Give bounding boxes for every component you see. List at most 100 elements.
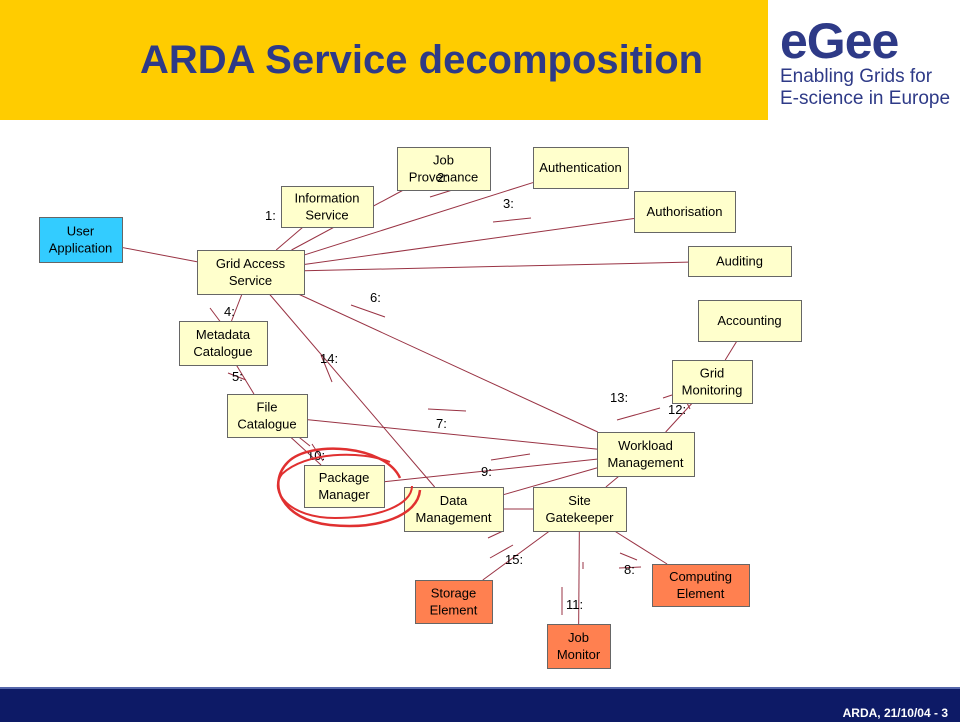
step-label: 12: <box>668 402 686 417</box>
node-box <box>397 147 491 191</box>
node-label: Element <box>677 586 725 601</box>
message-tick <box>227 372 247 381</box>
step-label: 2: <box>437 170 448 185</box>
node-label: Grid Access <box>216 256 286 271</box>
logo-word: eGee <box>780 13 899 69</box>
step-label: 4: <box>224 304 235 319</box>
node-box <box>698 300 802 342</box>
node-label: Monitor <box>557 647 601 662</box>
message-tick <box>320 354 333 383</box>
title-banner <box>0 0 768 120</box>
node-label: Manager <box>318 487 370 502</box>
message-tick <box>619 552 638 561</box>
edge-gas-wms <box>298 293 598 433</box>
node-box <box>39 217 123 263</box>
edge-pkg_mgr-wms <box>383 458 598 483</box>
step-label: 7: <box>436 416 447 431</box>
step-label: 6: <box>370 290 381 305</box>
message-tick <box>616 407 661 421</box>
node-label: Metadata <box>196 327 251 342</box>
logo-tagline-2: E-science in Europe <box>780 88 951 109</box>
node-box <box>688 246 792 277</box>
edge-gas-metadata <box>231 293 243 322</box>
slide-title: ARDA Service decomposition <box>140 38 704 82</box>
node-box <box>547 624 611 669</box>
node-label: Storage <box>431 586 477 601</box>
footer-bar: ARDA, 21/10/04 - 3 <box>0 687 960 722</box>
node-label: Provenance <box>409 170 478 185</box>
node-box <box>533 147 629 189</box>
logo-tagline-1: Enabling Grids for <box>780 66 933 87</box>
message-tick <box>427 408 467 412</box>
egee-logo: eGee Enabling Grids for E-science in Eur… <box>780 16 950 116</box>
step-label: 5: <box>232 369 243 384</box>
node-label: Service <box>229 273 272 288</box>
edge-data_mgmt-wms <box>502 467 598 496</box>
node-box <box>404 487 504 532</box>
node-label: Catalogue <box>193 344 252 359</box>
node-label: Site <box>568 493 590 508</box>
node-label: Computing <box>669 569 732 584</box>
edge-grid_mon-accounting <box>724 340 738 361</box>
node-box <box>179 321 268 366</box>
node-label: Information <box>294 191 359 206</box>
node-label: Package <box>319 470 370 485</box>
step-label: 1: <box>265 208 276 223</box>
edge-gas-info_svc <box>275 226 304 251</box>
node-authz: Authorisation <box>634 191 736 233</box>
node-label: Workload <box>618 438 673 453</box>
message-tick <box>350 304 386 318</box>
node-label: Job <box>568 630 589 645</box>
node-label: Accounting <box>717 313 781 328</box>
edge-file_cat-wms <box>306 419 598 450</box>
node-label: Auditing <box>716 254 763 269</box>
step-label: 3: <box>503 196 514 211</box>
node-label: Management <box>416 510 492 525</box>
step-label: 8: <box>624 562 635 577</box>
node-label: Catalogue <box>237 417 296 432</box>
message-tick <box>662 394 673 399</box>
node-box <box>533 487 627 532</box>
step-label: 9: <box>481 464 492 479</box>
node-box <box>227 394 308 438</box>
edge-gas-authn <box>303 182 534 256</box>
node-label: Job <box>433 153 454 168</box>
edge-site_gk-storage <box>482 530 550 581</box>
edge-user_app-gas <box>121 246 198 263</box>
step-label: 15: <box>505 552 523 567</box>
node-box <box>197 250 305 295</box>
node-authn: Authentication <box>533 147 629 189</box>
edge-gas-authz <box>303 218 635 266</box>
step-label: 14: <box>320 351 338 366</box>
message-tick <box>487 530 504 539</box>
node-label: Service <box>305 208 348 223</box>
edge-wms-site_gk <box>605 475 620 488</box>
message-tick <box>311 443 324 462</box>
message-tick <box>492 217 532 223</box>
edge-site_gk-computing <box>614 530 668 565</box>
node-box <box>634 191 736 233</box>
node-label: Data <box>440 493 468 508</box>
message-tick <box>618 566 642 569</box>
step-label: 11: <box>566 597 583 612</box>
message-tick <box>489 544 514 559</box>
edge-site_gk-job_mon <box>578 530 580 625</box>
node-label: Authorisation <box>647 204 723 219</box>
node-label: Management <box>608 455 684 470</box>
node-label: Application <box>49 241 113 256</box>
edge-gas-auditing <box>303 261 689 272</box>
